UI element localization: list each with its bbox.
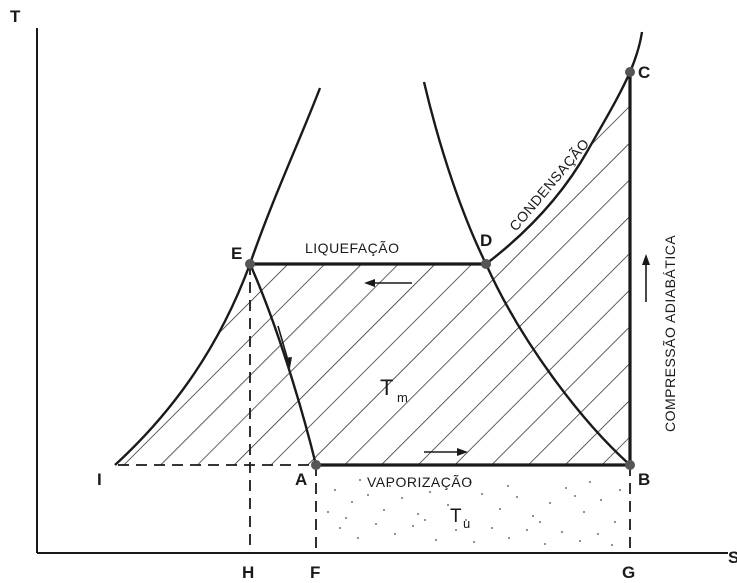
- vaporization-label: VAPORIZAÇÃO: [367, 474, 473, 490]
- point-a-label: A: [295, 470, 307, 489]
- tm-label: T m: [380, 375, 408, 405]
- point-b-label: B: [638, 470, 650, 489]
- point-g-label: G: [622, 563, 635, 582]
- point-e-node: [245, 259, 255, 269]
- adiabatic-compression-label: COMPRESSÃO ADIABÁTICA: [662, 235, 678, 432]
- y-axis-label: T: [10, 7, 21, 26]
- point-c-label: C: [638, 63, 650, 82]
- arrow-liquefaction: [364, 279, 412, 287]
- svg-text:m: m: [397, 390, 408, 405]
- svg-text:T: T: [380, 375, 393, 400]
- tu-label: T u: [450, 506, 470, 531]
- point-f-label: F: [310, 563, 320, 582]
- arrow-expansion: [277, 325, 292, 368]
- svg-text:T: T: [450, 506, 462, 527]
- svg-text:u: u: [463, 516, 470, 531]
- arrow-compression: [642, 254, 650, 302]
- point-i-label: I: [97, 470, 102, 489]
- point-b-node: [625, 460, 635, 470]
- point-a-node: [311, 460, 321, 470]
- condensation-curve: [485, 31, 644, 265]
- x-axis-label: S: [728, 548, 737, 567]
- point-d-node: [481, 259, 491, 269]
- dotted-area: [327, 479, 621, 546]
- point-d-label: D: [480, 231, 492, 250]
- point-c-node: [625, 67, 635, 77]
- liquefaction-label: LIQUEFAÇÃO: [305, 240, 399, 256]
- arrow-vaporization: [424, 448, 468, 456]
- point-h-label: H: [242, 563, 254, 582]
- point-e-label: E: [231, 244, 242, 263]
